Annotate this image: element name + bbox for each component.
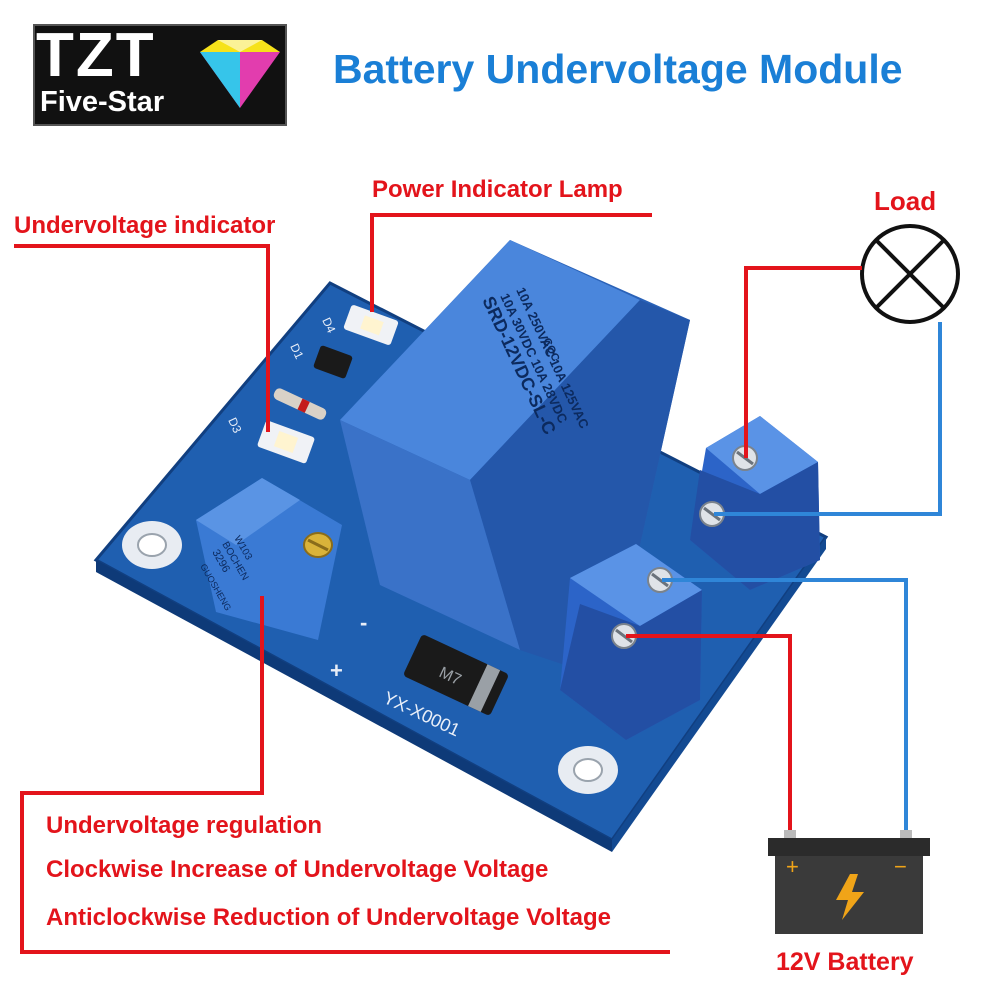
logo-subtitle: Five-Star [40, 86, 165, 118]
battery-plus-mark: + [786, 854, 799, 879]
mounting-hole [558, 746, 618, 794]
pin-minus-mark: - [360, 610, 367, 635]
callout-power-indicator [370, 213, 652, 312]
battery-icon [768, 830, 930, 934]
label-clockwise: Clockwise Increase of Undervoltage Volta… [46, 856, 549, 883]
terminal-screw [699, 501, 725, 527]
pcb-board-edge [96, 560, 612, 852]
load-lamp-icon [860, 224, 960, 324]
battery-minus-mark: − [894, 854, 907, 879]
terminal-screw [611, 623, 637, 649]
label-load: Load [874, 186, 937, 216]
pin-plus-mark: + [330, 658, 343, 683]
potentiometer [196, 478, 342, 640]
lightning-icon [836, 874, 864, 920]
logo-brand-text: TZT [36, 21, 156, 90]
page-title: Battery Undervoltage Module [333, 46, 903, 92]
diode-d1-label: D1 [287, 341, 306, 361]
load-wire-blue [714, 322, 942, 516]
label-regulation: Undervoltage regulation [46, 812, 323, 839]
callout-undervoltage-indicator [14, 244, 270, 432]
battery-wire-red [626, 634, 792, 836]
label-undervoltage-indicator: Undervoltage indicator [14, 212, 276, 239]
label-power-indicator: Power Indicator Lamp [372, 176, 623, 203]
callout-regulation [20, 596, 670, 954]
terminal-block-load [690, 416, 820, 590]
led-d3-label: D3 [225, 415, 244, 435]
battery-wire-blue [662, 578, 908, 836]
transistor [313, 345, 353, 379]
label-battery: 12V Battery [776, 948, 914, 976]
load-wire-red [744, 266, 862, 458]
label-anticlockwise: Anticlockwise Reduction of Undervoltage … [46, 904, 611, 931]
undervoltage-indicator-led [257, 420, 315, 464]
m7-diode [404, 635, 508, 715]
power-indicator-led [343, 305, 399, 345]
small-diode [273, 388, 327, 420]
mounting-hole [122, 521, 182, 569]
led-d4-label: D4 [319, 315, 338, 335]
